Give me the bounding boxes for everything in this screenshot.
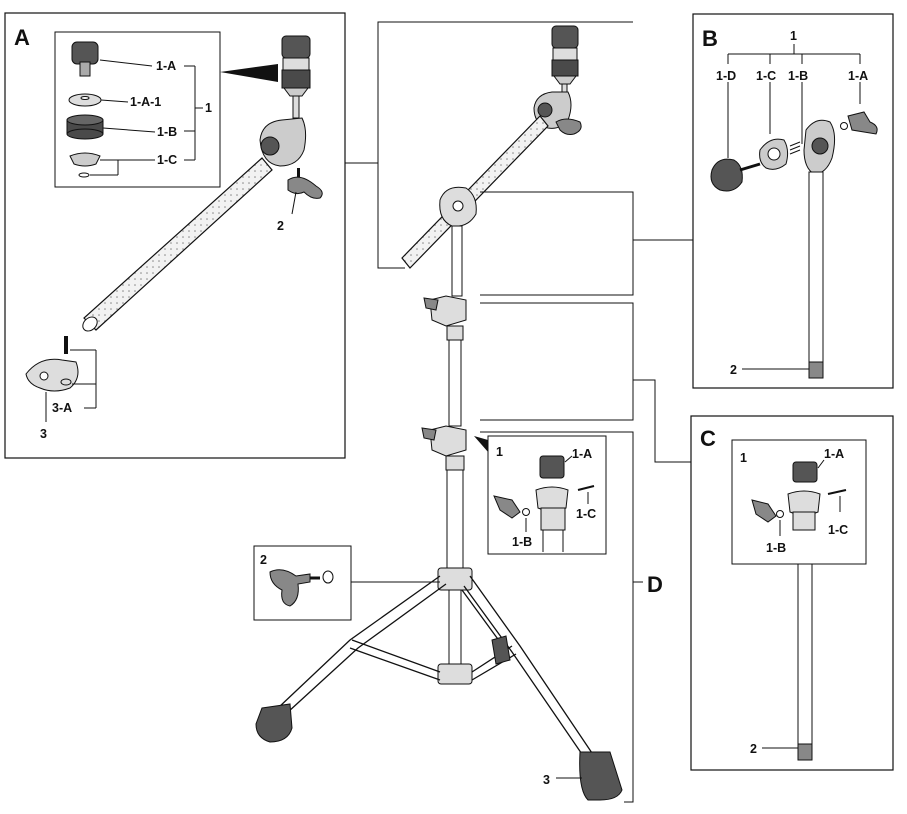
label-b-1b: 1-B [788,69,808,83]
panel-c: C 1 1-A 1-B 1-C 2 [690,415,894,771]
panel-a: A [4,12,346,459]
label-c-1c: 1-C [828,523,848,537]
clamp-part-icon [25,336,79,392]
label-c-2: 2 [750,742,757,756]
panel-d-inset: 1 1-A 1-B 1-C [474,435,607,555]
label-d-1a: 1-A [572,447,592,461]
rubber-foot-right [579,751,623,801]
panel-b-frame [692,13,894,389]
panel-c-letter: C [700,426,716,451]
tripod-legs [277,575,595,761]
label-b-1d: 1-D [716,69,736,83]
label-d-2: 2 [260,553,267,567]
boom-arm [83,157,273,331]
cup-washer-part-icon [69,152,101,167]
wing-nut-part-icon [71,41,99,77]
label-a-1b: 1-B [157,125,177,139]
label-a-1: 1 [205,101,212,115]
label-c-1: 1 [740,451,747,465]
label-a-3a: 3-A [52,401,72,415]
cymbal-stand [255,25,623,801]
label-a-1a: 1-A [156,59,176,73]
wing-bolt-part-icon [847,111,878,135]
panel-a-leader-lines [90,59,203,176]
label-d-1c: 1-C [576,507,596,521]
panel-b-letter: B [702,26,718,51]
label-a-1a1: 1-A-1 [130,95,161,109]
label-b-1a: 1-A [848,69,868,83]
label-a-3: 3 [40,427,47,441]
label-c-1b: 1-B [766,541,786,555]
felt-part-icon [66,114,104,140]
label-c-1a: 1-A [824,447,844,461]
panel-d-bolt-inset: 2 [253,545,352,621]
wing-bolt-part-icon [287,168,323,199]
cymbal-tilter-icon [259,35,311,167]
panel-d-inset-frame [487,435,607,555]
panel-d-letter: D [647,572,663,597]
panel-a-clamp-leaders [45,349,97,422]
label-d-1: 1 [496,445,503,459]
label-d-3: 3 [543,773,550,787]
rubber-foot-left [255,703,293,743]
label-b-1c: 1-C [756,69,776,83]
panel-b: B 1 1-D 1-C 1-B 1-A 2 [692,13,894,389]
knob-part-icon [710,158,743,192]
panel-a-letter: A [14,25,30,50]
label-a-2: 2 [277,219,284,233]
label-d-1b: 1-B [512,535,532,549]
panel-a-inset [54,31,221,188]
label-a-1c: 1-C [157,153,177,167]
pointer-arrow [220,64,278,82]
label-b-1: 1 [790,29,797,43]
connectors-stand [351,191,693,803]
connector-a [345,162,405,269]
label-b-2: 2 [730,363,737,377]
panel-c-frame [690,415,894,771]
panel-a-frame [4,12,346,459]
